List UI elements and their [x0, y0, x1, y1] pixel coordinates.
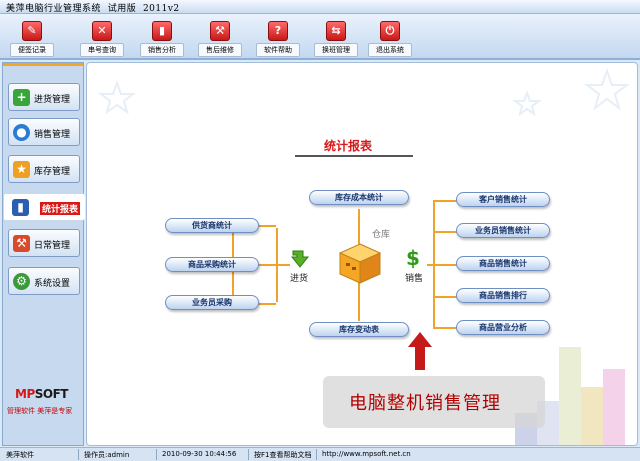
- connector-line: [433, 327, 463, 329]
- search-x-icon: ✕: [92, 21, 112, 41]
- exit-button-label: 退出系统: [368, 43, 412, 57]
- purchase-stats-button[interactable]: 商品采购统计: [165, 257, 259, 272]
- status-separator: [316, 449, 317, 460]
- sidebar-item-daily[interactable]: ⚒ 日常管理: [8, 229, 80, 257]
- status-url[interactable]: http://www.mpsoft.net.cn: [322, 450, 411, 458]
- supplier-stats-button[interactable]: 供货商统计: [165, 218, 259, 233]
- serial-search-button[interactable]: ✕ 串号查询: [80, 20, 124, 58]
- status-separator: [248, 449, 249, 460]
- globe-icon: ●: [13, 124, 30, 141]
- logo-suffix: SOFT: [34, 387, 69, 401]
- connector-line: [433, 264, 463, 266]
- sidebar-item-label: 销售管理: [34, 130, 71, 140]
- shift-button-label: 换班管理: [314, 43, 358, 57]
- connector-line: [433, 200, 463, 202]
- module-banner: 电脑整机销售管理: [323, 376, 545, 428]
- help-icon: ?: [268, 21, 288, 41]
- page-title: 统计报表: [324, 139, 373, 153]
- sidebar-item-label: 进货管理: [34, 95, 71, 105]
- salesman-purchase-button[interactable]: 业务员采购: [165, 295, 259, 310]
- connector-line: [427, 264, 435, 266]
- notes-button[interactable]: ✎ 便签记录: [10, 20, 54, 58]
- title-underline: [295, 155, 413, 157]
- slogan: 管理软件 美萍是专家: [7, 407, 73, 415]
- sidebar-item-label: 系统设置: [34, 279, 71, 289]
- purchase-arrow-icon: [290, 250, 310, 268]
- status-help: 按F1查看帮助文档: [254, 451, 312, 459]
- sidebar-item-inventory[interactable]: ★ 库存管理: [8, 155, 80, 183]
- dollar-icon: $: [406, 246, 420, 270]
- warehouse-label: 仓库: [372, 230, 391, 240]
- window-title: 美萍电脑行业管理系统 试用版 2011v2: [6, 4, 180, 14]
- connector-line: [433, 296, 463, 298]
- gear-icon: ⚙: [13, 273, 30, 290]
- power-icon: ⏻: [380, 21, 400, 41]
- sidebar-item-label: 库存管理: [34, 167, 71, 177]
- connector-line: [433, 231, 463, 233]
- status-separator: [78, 449, 79, 460]
- shift-button[interactable]: ⇆ 换班管理: [314, 20, 358, 58]
- wrench-icon: ⚒: [210, 21, 230, 41]
- sidebar-item-sales[interactable]: ● 销售管理: [8, 118, 80, 146]
- sidebar-accent: [3, 63, 83, 66]
- product-sales-stats-button[interactable]: 商品销售统计: [456, 256, 550, 271]
- salesman-sales-stats-button[interactable]: 业务员销售统计: [456, 223, 550, 238]
- star-icon: ★: [13, 161, 30, 178]
- sidebar-item-reports[interactable]: ▮ 统计报表: [3, 193, 85, 221]
- title-bar[interactable]: 美萍电脑行业管理系统 试用版 2011v2: [0, 0, 640, 14]
- logo: MPSOFT: [15, 387, 68, 401]
- exit-button[interactable]: ⏻ 退出系统: [368, 20, 412, 58]
- plus-icon: +: [13, 89, 30, 106]
- sidebar-item-settings[interactable]: ⚙ 系统设置: [8, 267, 80, 295]
- warehouse-box-icon: [338, 243, 382, 284]
- shift-icon: ⇆: [326, 21, 346, 41]
- sidebar-item-label: 统计报表: [40, 202, 81, 215]
- stock-cost-stats-button[interactable]: 库存成本统计: [309, 190, 409, 205]
- status-operator: 操作员:admin: [84, 451, 130, 459]
- after-sales-button-label: 售后维修: [198, 43, 242, 57]
- notepad-icon: ✎: [22, 21, 42, 41]
- sales-analysis-button-label: 销售分析: [140, 43, 184, 57]
- status-separator: [156, 449, 157, 460]
- status-app-name: 美萍软件: [6, 451, 34, 459]
- sidebar: + 进货管理 ● 销售管理 ★ 库存管理 ▮ 统计报表 ⚒ 日常管理 ⚙ 系统设…: [2, 62, 85, 446]
- connector-line: [276, 264, 290, 266]
- serial-search-button-label: 串号查询: [80, 43, 124, 57]
- sidebar-item-label: 日常管理: [34, 241, 71, 251]
- purchase-label: 进货: [290, 274, 309, 284]
- customer-sales-stats-button[interactable]: 客户销售统计: [456, 192, 550, 207]
- help-button[interactable]: ? 软件帮助: [256, 20, 300, 58]
- background-stars: [98, 68, 630, 117]
- status-bar: 美萍软件 操作员:admin 2010-09-30 10:44:56 按F1查看…: [0, 447, 640, 461]
- help-button-label: 软件帮助: [256, 43, 300, 57]
- logo-prefix: MP: [15, 387, 35, 401]
- decorative-bars: [515, 347, 625, 445]
- bar-chart-icon: ▮: [12, 199, 29, 216]
- after-sales-button[interactable]: ⚒ 售后维修: [198, 20, 242, 58]
- product-sales-rank-button[interactable]: 商品销售排行: [456, 288, 550, 303]
- product-business-analysis-button[interactable]: 商品营业分析: [456, 320, 550, 335]
- tools-icon: ⚒: [13, 235, 30, 252]
- stock-change-table-button[interactable]: 库存变动表: [309, 322, 409, 337]
- toolbar: ✎ 便签记录 ✕ 串号查询 ▮ 销售分析 ⚒ 售后维修 ? 软件帮助 ⇆ 换班管…: [0, 14, 640, 60]
- banner-text: 电脑整机销售管理: [349, 393, 501, 414]
- status-datetime: 2010-09-30 10:44:56: [162, 450, 237, 458]
- up-arrow-icon: [408, 332, 432, 370]
- bar-chart-icon: ▮: [152, 21, 172, 41]
- notes-button-label: 便签记录: [10, 43, 54, 57]
- sidebar-item-purchase[interactable]: + 进货管理: [8, 83, 80, 111]
- sales-analysis-button[interactable]: ▮ 销售分析: [140, 20, 184, 58]
- main-panel: 统计报表 供货商统计 商品采购统计 业务员采购 库存成本统计 库存变动表 客户销…: [86, 62, 638, 446]
- sales-label: 销售: [405, 274, 424, 284]
